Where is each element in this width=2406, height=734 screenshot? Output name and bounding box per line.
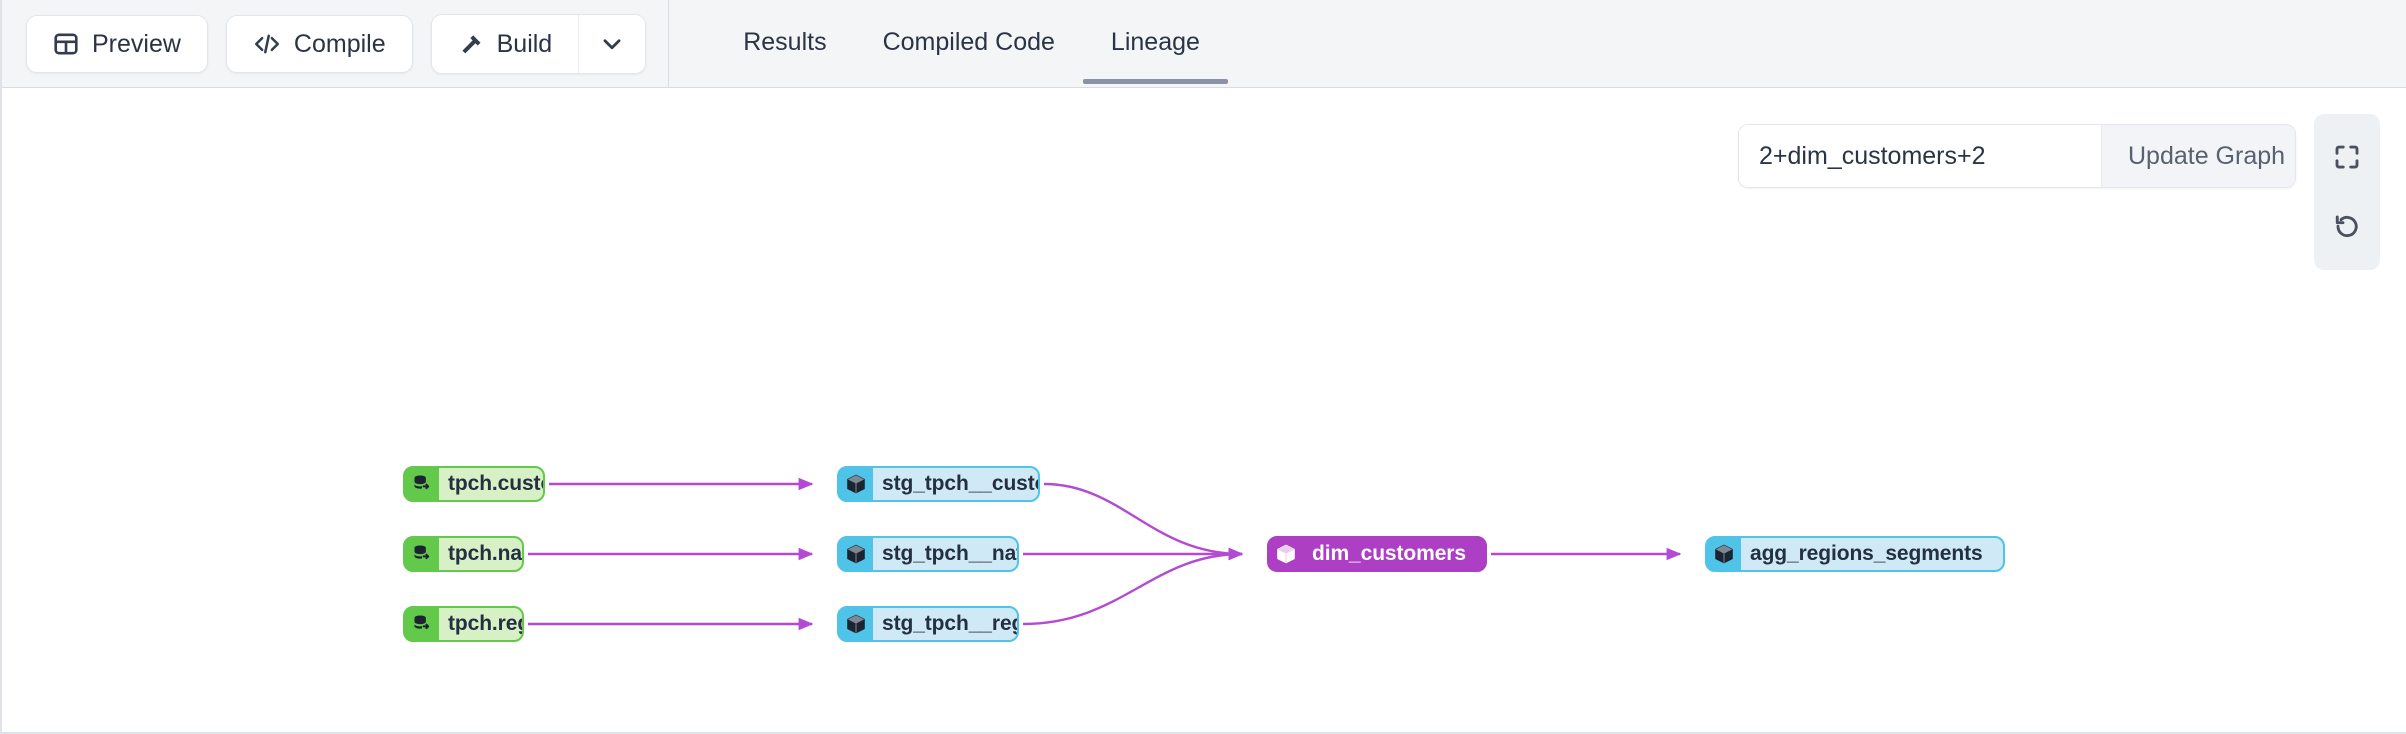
toolbar-actions: Preview Compile — [2, 0, 670, 88]
lineage-node-tpch-nation[interactable]: tpch.nation — [403, 536, 524, 572]
lineage-node-tpch-customer[interactable]: tpch.customer — [403, 466, 545, 502]
build-button-group: Build — [430, 14, 647, 74]
database-source-icon — [405, 538, 439, 570]
update-graph-button-label: Update Graph — [2128, 141, 2286, 170]
tab-results[interactable]: Results — [715, 0, 854, 84]
graph-side-controls — [2314, 114, 2380, 270]
tab-compiled-code-label: Compiled Code — [882, 27, 1055, 56]
lineage-node-label: tpch.nation — [439, 538, 522, 570]
build-button-label: Build — [496, 29, 553, 58]
cube-icon — [839, 468, 873, 500]
tab-results-label: Results — [743, 27, 827, 56]
fullscreen-button[interactable] — [2314, 122, 2380, 192]
lineage-node-label: stg_tpch__regions — [873, 608, 1017, 640]
hammer-icon — [458, 31, 484, 57]
lineage-node-tpch-region[interactable]: tpch.region — [403, 606, 524, 642]
database-source-icon — [405, 468, 439, 500]
lineage-edge-e4 — [1043, 482, 1244, 561]
reset-graph-button[interactable] — [2314, 192, 2380, 262]
database-source-icon — [405, 608, 439, 640]
lineage-node-label: agg_regions_segments — [1741, 538, 2003, 570]
cube-icon — [1707, 538, 1741, 570]
cube-icon — [1269, 538, 1303, 570]
graph-controls: Update Graph — [1738, 124, 2296, 188]
reset-icon — [2332, 212, 2362, 242]
lineage-node-label: stg_tpch__customers — [873, 468, 1038, 500]
lineage-node-stg-tpch-regions[interactable]: stg_tpch__regions — [837, 606, 1019, 642]
compile-button[interactable]: Compile — [225, 15, 413, 73]
lineage-node-label: stg_tpch__nations — [873, 538, 1017, 570]
tab-lineage[interactable]: Lineage — [1082, 0, 1228, 84]
lineage-node-label: dim_customers — [1303, 538, 1485, 570]
cube-icon — [839, 538, 873, 570]
tab-compiled-code[interactable]: Compiled Code — [855, 0, 1083, 84]
lineage-canvas[interactable]: tpch.customer tpch.nation tpch.region stg_t… — [2, 88, 2406, 732]
graph-selector-input[interactable] — [1739, 125, 2101, 187]
table-icon — [53, 31, 79, 57]
build-button[interactable]: Build — [431, 15, 579, 73]
tab-lineage-label: Lineage — [1110, 27, 1200, 56]
lineage-node-stg-tpch-nations[interactable]: stg_tpch__nations — [837, 536, 1019, 572]
tab-bar: Results Compiled Code Lineage — [715, 0, 1228, 88]
lineage-node-label: tpch.region — [439, 608, 522, 640]
cube-icon — [839, 608, 873, 640]
lineage-node-dim-customers[interactable]: dim_customers — [1267, 536, 1487, 572]
toolbar-divider — [668, 0, 670, 88]
lineage-node-agg-regions-segments[interactable]: agg_regions_segments — [1705, 536, 2005, 572]
chevron-down-icon — [599, 31, 625, 57]
code-icon — [253, 31, 281, 57]
lineage-node-stg-tpch-customers[interactable]: stg_tpch__customers — [837, 466, 1040, 502]
top-toolbar: Preview Compile — [2, 0, 2406, 88]
tab-indicator — [1082, 79, 1228, 84]
fullscreen-icon — [2332, 142, 2362, 172]
preview-button[interactable]: Preview — [26, 15, 208, 73]
lineage-graph: tpch.customer tpch.nation tpch.region stg_t… — [2, 88, 2406, 732]
build-dropdown-button[interactable] — [578, 15, 646, 73]
compile-button-label: Compile — [293, 29, 386, 58]
lineage-node-label: tpch.customer — [439, 468, 543, 500]
lineage-edge-e6 — [1022, 547, 1244, 626]
update-graph-button[interactable]: Update Graph — [2101, 125, 2295, 187]
preview-button-label: Preview — [92, 29, 181, 58]
